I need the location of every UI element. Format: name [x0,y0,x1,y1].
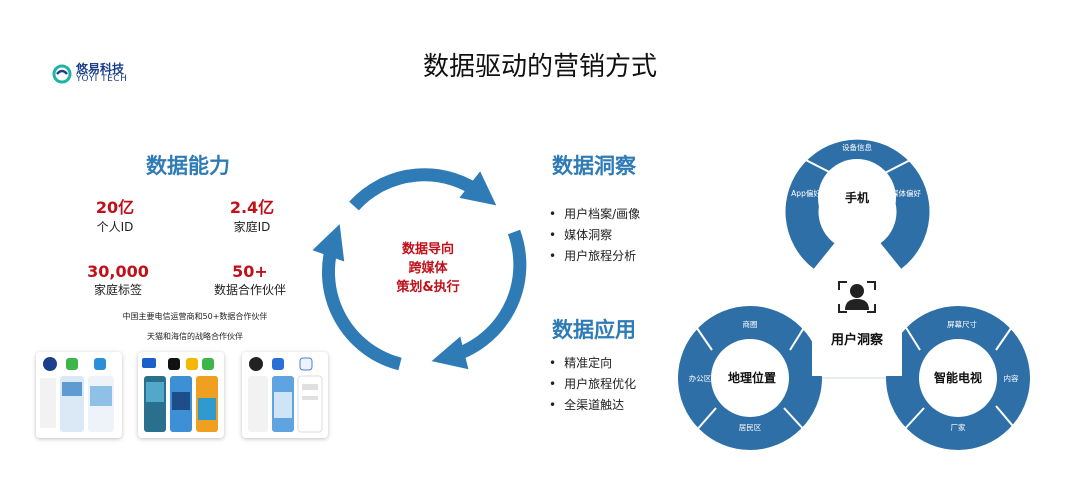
ring-name-tv: 智能电视 [933,370,982,385]
segment-label: 商圈 [743,319,758,329]
list-item: 媒体洞察 [549,225,640,246]
app-screenshot-2 [138,352,224,438]
stat-label: 个人ID [96,220,134,234]
list-item: 用户旅程分析 [549,246,640,267]
cycle-line-1: 数据导向 [401,242,454,257]
list-item: 用户档案/画像 [549,204,640,225]
ring-name-location: 地理位置 [728,370,776,385]
stat-value: 50+ [232,262,268,281]
list-item: 精准定向 [549,353,636,374]
capability-note-1: 中国主要电信运营商和50+数据合作伙伴 [122,312,268,321]
list-item: 用户旅程优化 [549,374,636,395]
logo-mark-icon [52,64,72,84]
stat-value: 30,000 [87,262,149,281]
stat-value: 20亿 [95,198,135,217]
ring-center-label: 用户洞察 [830,332,884,348]
segment-label: 屏幕尺寸 [947,319,977,329]
stat-label: 家庭标签 [93,283,142,297]
stat-label: 家庭ID [233,220,271,234]
logo-name-en: YOYI TECH [76,74,128,84]
capability-note-2: 天猫和海信的战略合作伙伴 [147,332,243,341]
cycle-arrow-left [312,224,402,371]
cycle-line-2: 跨媒体 [408,261,448,276]
cycle-center-text: 数据导向 跨媒体 策划&执行 [372,240,484,297]
list-item: 全渠道触达 [549,395,636,416]
segment-label: 媒体偏好 [891,188,921,198]
insight-list: 用户档案/画像 媒体洞察 用户旅程分析 [549,204,640,267]
ring-tv [886,306,1030,450]
application-title: 数据应用 [552,318,636,342]
insight-title: 数据洞察 [552,154,636,178]
cycle-arrow-top [349,168,497,211]
stat-data-partners: 50+ 数据合作伙伴 [200,262,300,298]
user-avatar-icon [838,281,876,313]
ring-location [678,306,822,450]
stat-label: 数据合作伙伴 [213,283,286,297]
ring-name-mobile: 手机 [845,190,869,205]
segment-label: 内容 [1004,373,1019,383]
segment-label: 居民区 [739,423,762,432]
stat-personal-id: 20亿 个人ID [80,194,150,235]
company-logo: 悠易科技 YOYI TECH [52,60,172,90]
segment-label: 厂家 [951,422,966,432]
cycle-arrow-right [431,229,527,370]
capability-title: 数据能力 [146,154,230,178]
ring-mobile [785,139,930,269]
stat-household-tags: 30,000 家庭标签 [78,262,158,298]
stat-household-id: 2.4亿 家庭ID [212,194,292,235]
app-screenshot-3 [242,352,328,438]
logo-name-cn: 悠易科技 [76,62,125,76]
segment-label: 办公区 [689,373,712,383]
stat-value: 2.4亿 [229,198,275,217]
cycle-arrows-diagram [312,168,527,371]
application-list: 精准定向 用户旅程优化 全渠道触达 [549,353,636,416]
cycle-line-3: 策划&执行 [396,280,460,295]
page-title: 数据驱动的营销方式 [422,52,657,82]
segment-label: 设备信息 [842,142,872,152]
segment-label: App偏好 [791,188,821,198]
partner-app-screenshots [36,352,328,442]
app-screenshot-1 [36,352,122,438]
